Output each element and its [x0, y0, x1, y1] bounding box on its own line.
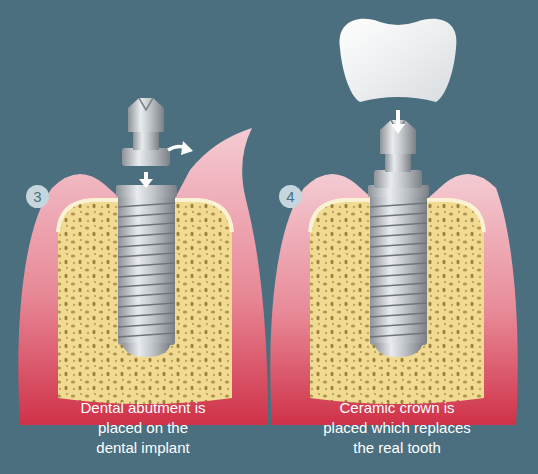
step-number: 4 — [286, 189, 294, 204]
step-number-circle: 4 — [279, 185, 302, 208]
step-number: 3 — [33, 189, 41, 204]
step-caption: Dental abutment is placed on the dental … — [76, 398, 210, 458]
step-caption: Ceramic crown is placed which replaces t… — [319, 398, 475, 458]
step-number-circle: 3 — [26, 185, 49, 208]
